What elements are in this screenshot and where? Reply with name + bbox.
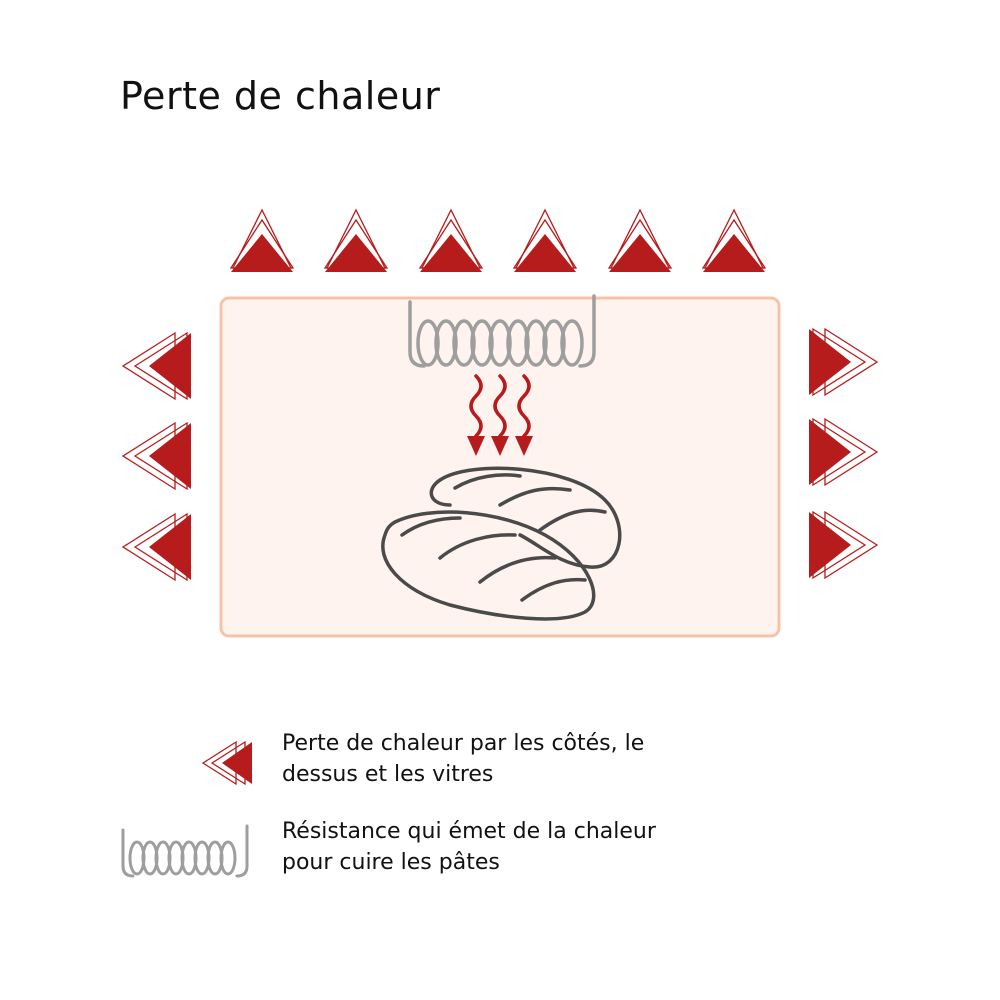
bread-loaves-icon <box>381 466 622 621</box>
heat-loss-arrow-icon <box>513 209 577 273</box>
heat-loss-arrow-icon <box>808 418 878 486</box>
top-heat-loss-arrows <box>230 209 766 273</box>
heat-loss-arrow-icon <box>230 209 294 273</box>
legend-heat-loss-arrow-icon <box>201 740 252 786</box>
heat-loss-arrow-icon <box>122 422 192 490</box>
heat-loss-arrow-icon <box>419 209 483 273</box>
heat-loss-arrow-icon <box>122 513 192 581</box>
heat-loss-arrow-icon <box>808 328 878 396</box>
wavy-arrow-icon <box>493 374 507 438</box>
left-heat-loss-arrows <box>122 332 192 581</box>
heat-loss-arrow-icon <box>702 209 766 273</box>
heat-loss-arrow-icon <box>808 511 878 579</box>
right-heat-loss-arrows <box>808 328 878 579</box>
wavy-arrow-icon <box>469 374 483 438</box>
legend-heating-coil-text: Résistance qui émet de la chaleur pour c… <box>282 819 656 875</box>
heat-loss-arrow-icon <box>122 332 192 400</box>
diagram-title: Perte de chaleur <box>120 74 441 118</box>
heat-loss-arrow-icon <box>608 209 672 273</box>
legend-heat-loss-text: Perte de chaleur par les côtés, le dessu… <box>282 731 645 787</box>
legend-heating-coil-icon <box>121 824 249 878</box>
heat-loss-arrow-icon <box>324 209 388 273</box>
heating-coil-icon <box>408 294 596 368</box>
wavy-arrow-icon <box>517 374 531 438</box>
radiant-heat-arrows <box>467 374 533 456</box>
